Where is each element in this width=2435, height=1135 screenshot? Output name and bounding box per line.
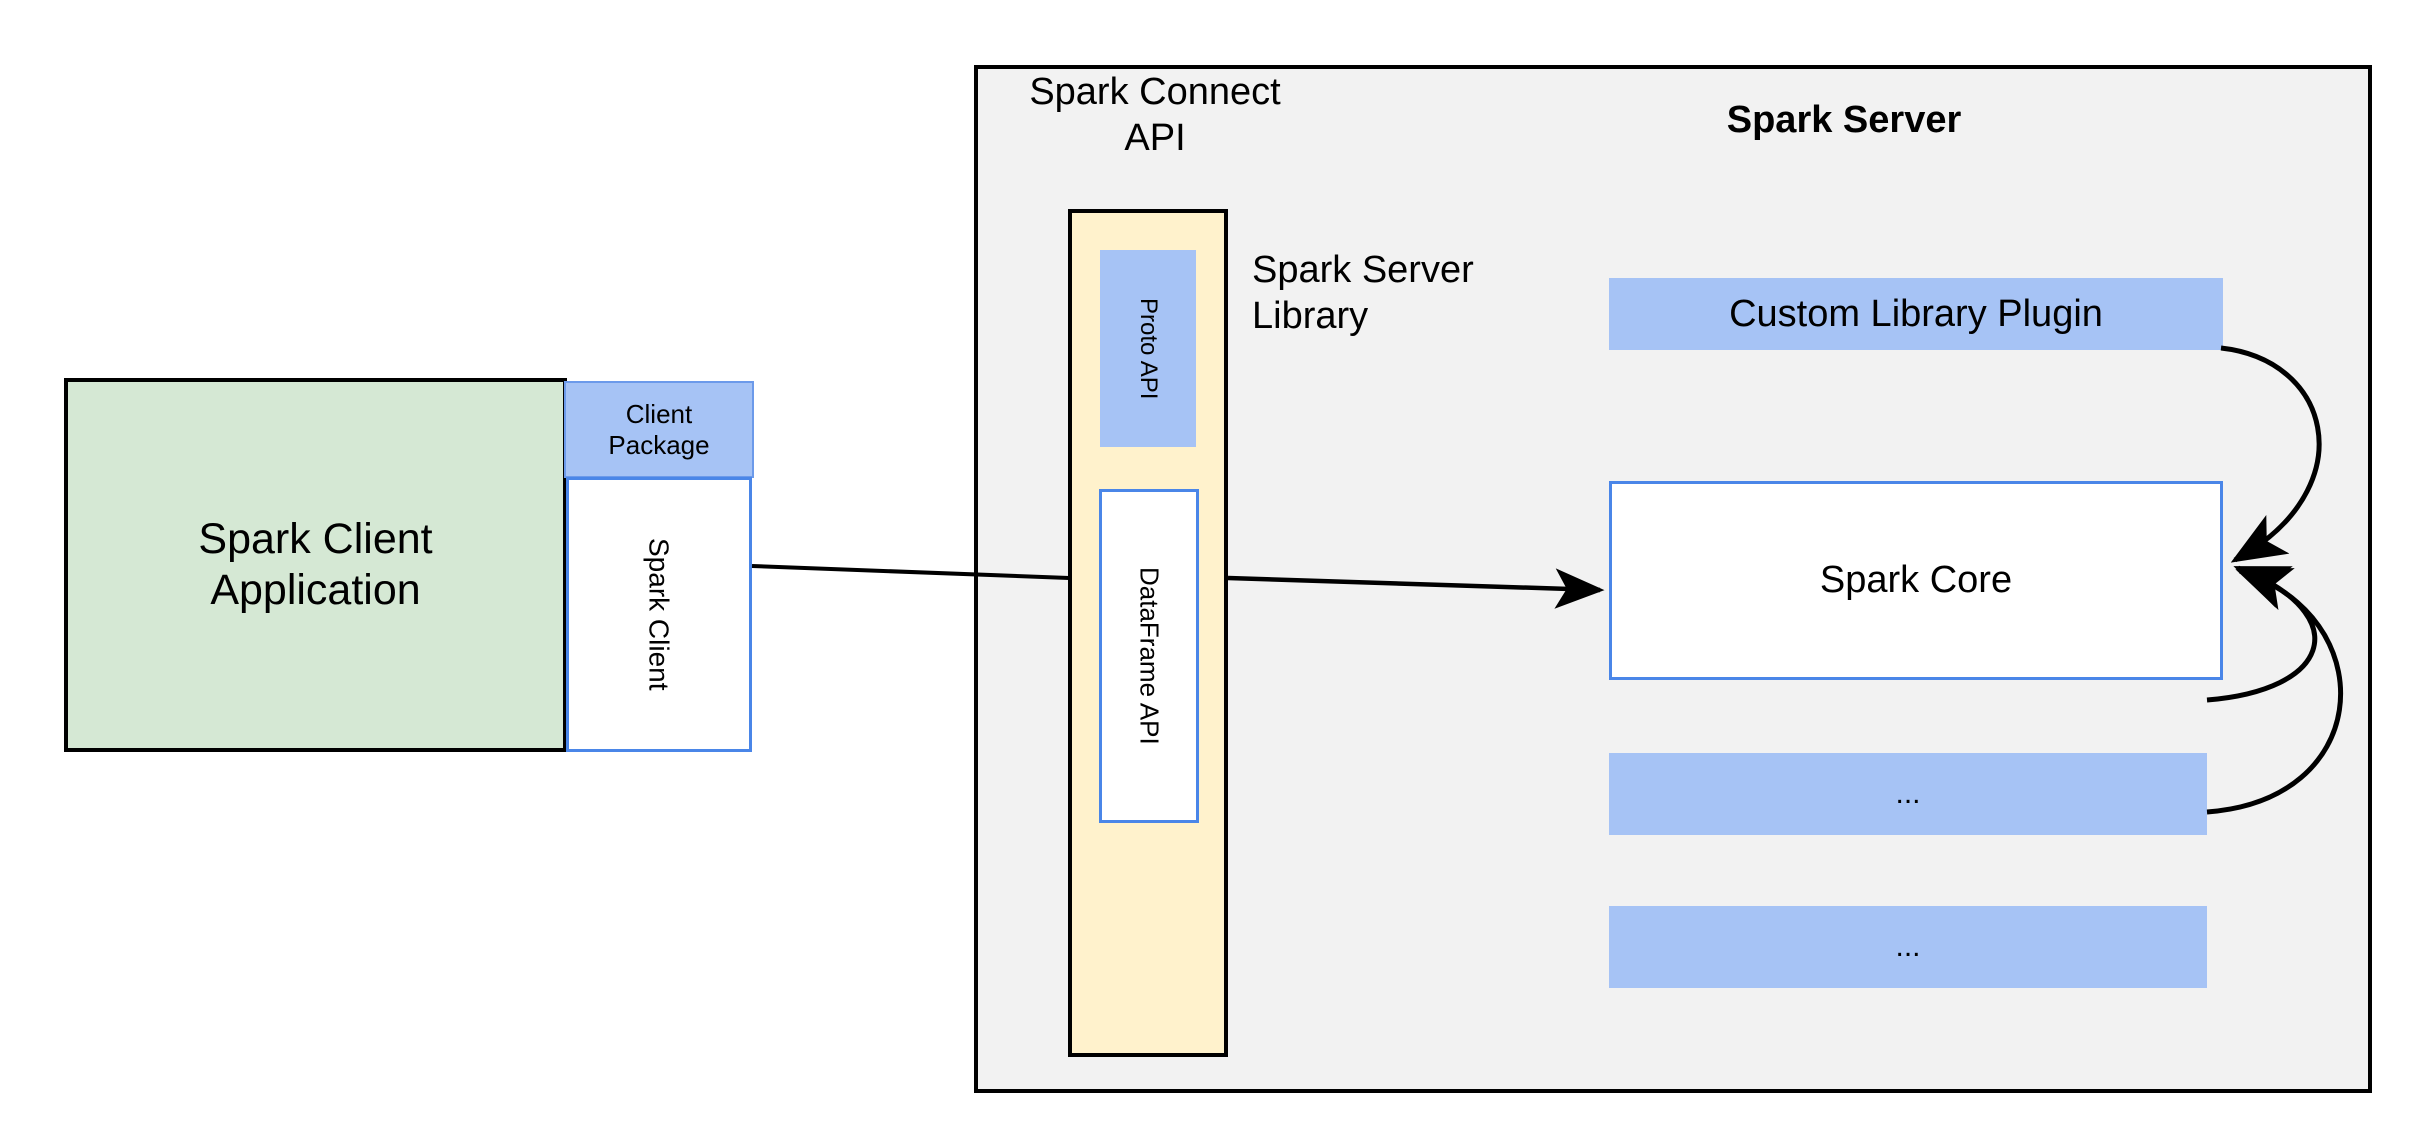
proto-api-label: Proto API xyxy=(1135,297,1163,400)
spark-core-box[interactable]: Spark Core xyxy=(1609,481,2223,680)
spark-server-title: Spark Server xyxy=(1726,99,1962,141)
client-package-box[interactable]: Client Package xyxy=(564,381,754,478)
spark-connect-api-label: Spark Connect API xyxy=(1029,71,1281,159)
proto-api-box[interactable]: Proto API xyxy=(1100,250,1196,447)
custom-library-plugin-label: Custom Library Plugin xyxy=(1729,292,2103,335)
ellipsis-box-1[interactable]: ... xyxy=(1609,753,2207,835)
spark-client-label: Spark Client xyxy=(643,538,675,691)
client-package-label: Client Package xyxy=(608,398,710,460)
spark-client-box[interactable]: Spark Client xyxy=(566,477,752,752)
custom-library-plugin-box[interactable]: Custom Library Plugin xyxy=(1609,278,2223,350)
spark-core-label: Spark Core xyxy=(1819,559,2013,602)
ellipsis-label-2: ... xyxy=(1895,930,1921,964)
dataframe-api-box[interactable]: DataFrame API xyxy=(1099,489,1199,823)
spark-client-application-box[interactable]: Spark Client Application xyxy=(64,378,567,752)
spark-client-application-label: Spark Client Application xyxy=(198,515,433,614)
dataframe-api-label: DataFrame API xyxy=(1134,567,1165,745)
ellipsis-box-2[interactable]: ... xyxy=(1609,906,2207,988)
ellipsis-label-1: ... xyxy=(1895,777,1921,811)
spark-server-library-label: Spark Server Library xyxy=(1252,249,1474,337)
